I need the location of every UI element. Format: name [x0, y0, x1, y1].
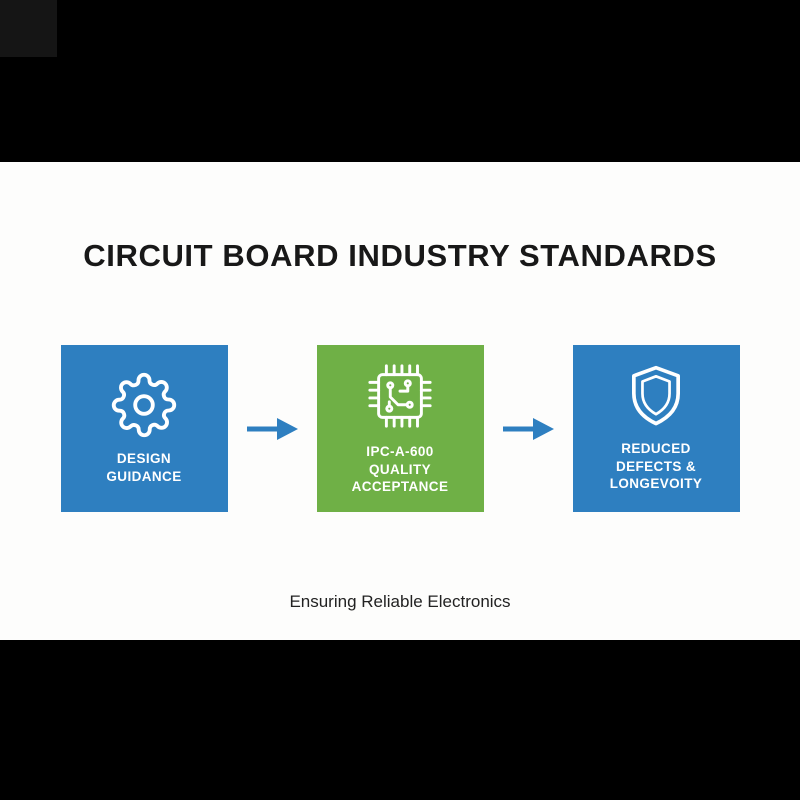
arrow-right-icon	[228, 415, 317, 443]
letterbox-bottom	[0, 640, 800, 800]
gear-icon	[111, 372, 177, 438]
step-label: REDUCED DEFECTS & LONGEVOITY	[609, 441, 703, 492]
corner-artifact	[0, 0, 57, 57]
flow-diagram: DESIGN GUIDANCE	[0, 345, 800, 512]
slide-caption: Ensuring Reliable Electronics	[289, 592, 511, 611]
step-label: IPC-A-600 QUALITY ACCEPTANCE	[351, 444, 449, 495]
arrow-right-icon	[484, 415, 573, 443]
step-ipc-a-600-quality-acceptance: IPC-A-600 QUALITY ACCEPTANCE	[316, 345, 484, 512]
step-label: DESIGN GUIDANCE	[106, 450, 182, 484]
slide: CIRCUIT BOARD INDUSTRY STANDARDS DESIGN …	[0, 162, 800, 640]
step-design-guidance: DESIGN GUIDANCE	[60, 345, 228, 512]
step-reduced-defects-longevity: REDUCED DEFECTS & LONGEVOITY	[572, 345, 740, 512]
chip-icon	[365, 361, 435, 431]
shield-icon	[625, 364, 687, 428]
letterbox-top	[0, 0, 800, 162]
page-title: CIRCUIT BOARD INDUSTRY STANDARDS	[83, 238, 717, 273]
